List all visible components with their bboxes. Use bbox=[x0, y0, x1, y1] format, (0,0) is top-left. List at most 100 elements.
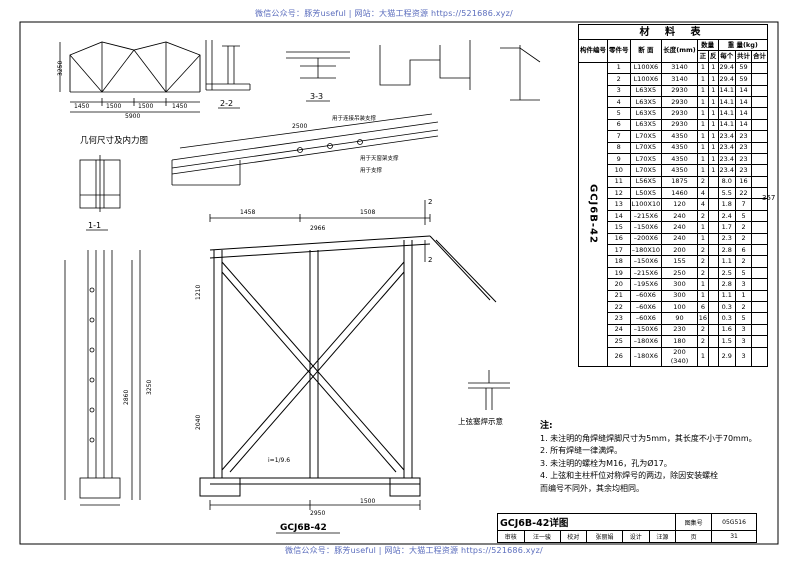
cell-sum bbox=[751, 130, 769, 143]
cell-total: 3 bbox=[735, 278, 753, 291]
cell-neg: 1 bbox=[708, 152, 719, 166]
cell-each: 14.1 bbox=[717, 84, 737, 97]
cell-length: 300 bbox=[661, 278, 698, 291]
cell-neg bbox=[708, 244, 719, 257]
cell-total: 3 bbox=[735, 335, 753, 348]
cell-pos: 2 bbox=[696, 244, 710, 257]
cell-each: 2.8 bbox=[717, 278, 737, 291]
th-length: 长度(mm) bbox=[661, 39, 698, 63]
cell-length: 1460 bbox=[661, 187, 698, 200]
note-1: 1. 未注明的角焊缝焊脚尺寸为5mm，其长度不小于70mm。 bbox=[540, 433, 757, 443]
cell-section: L70X5 bbox=[629, 164, 663, 177]
dim-2966: 2966 bbox=[310, 225, 325, 232]
cell-length: 3140 bbox=[661, 73, 698, 86]
cell-sum bbox=[751, 209, 769, 223]
cell-length: 200 (340) bbox=[661, 346, 698, 367]
cell-sum bbox=[751, 73, 769, 86]
column-elevation: 2860 3250 bbox=[64, 250, 153, 506]
cell-pos: 1 bbox=[696, 107, 710, 120]
design-label: 设计 bbox=[622, 530, 650, 543]
annot-2: 用于天窗架支撑 bbox=[360, 154, 399, 162]
cell-section: L100X6 bbox=[629, 61, 663, 75]
title-block: GCJ6B-42详图 图集号 05G516 审核 汪一骏 校对 张丽娟 设计 汪… bbox=[496, 513, 757, 543]
cell-neg: 1 bbox=[708, 130, 719, 143]
cell-length: 1875 bbox=[661, 175, 698, 189]
cell-each: 0.3 bbox=[717, 312, 737, 325]
cell-sum bbox=[751, 198, 769, 211]
upper-chord-detail: 2500 用于连接吊装支撑 用于天窗架支撑 用于支撑 bbox=[171, 113, 439, 186]
cell-no: 10 bbox=[607, 164, 631, 177]
cell-sum bbox=[751, 244, 769, 257]
cell-sum bbox=[751, 300, 769, 314]
cell-pos: 1 bbox=[696, 278, 710, 291]
svg-text:2: 2 bbox=[428, 256, 432, 264]
cell-length: 90 bbox=[661, 312, 698, 325]
cell-total: 23 bbox=[735, 141, 753, 154]
review-label: 审核 bbox=[497, 530, 525, 543]
cell-each: 1.8 bbox=[717, 198, 737, 211]
dim-2860: 2860 bbox=[123, 390, 130, 405]
dim-1458: 1458 bbox=[240, 209, 255, 216]
cell-sum bbox=[751, 278, 769, 291]
watermark-bottom: 微信公众号：豚芳useful | 网站：大猫工程资源 https://52168… bbox=[285, 546, 543, 555]
cell-pos: 1 bbox=[696, 61, 710, 75]
cell-length: 240 bbox=[661, 232, 698, 246]
cell-section: –180X6 bbox=[629, 335, 663, 348]
cell-section: –195X6 bbox=[629, 278, 663, 291]
cell-each: 8.0 bbox=[717, 175, 737, 189]
cell-each: 5.5 bbox=[717, 187, 737, 200]
cell-pos: 4 bbox=[696, 187, 710, 200]
cell-no: 24 bbox=[607, 323, 631, 337]
cell-pos: 4 bbox=[696, 198, 710, 211]
cell-no: 20 bbox=[607, 278, 631, 291]
cell-length: 155 bbox=[661, 255, 698, 268]
dim-1500-a: 1500 bbox=[106, 103, 121, 110]
cell-sum bbox=[751, 175, 769, 189]
th-weight: 重 量(kg) bbox=[717, 38, 769, 52]
cell-pos: 2 bbox=[696, 175, 710, 189]
cell-total: 14 bbox=[735, 118, 753, 132]
cell-no: 11 bbox=[607, 175, 631, 189]
atlas-label: 图集号 bbox=[675, 513, 713, 531]
cell-no: 26 bbox=[607, 346, 631, 367]
cell-each: 29.4 bbox=[717, 73, 737, 86]
cell-neg bbox=[708, 289, 719, 303]
cell-no: 9 bbox=[607, 152, 631, 166]
cell-total: 2 bbox=[735, 232, 753, 246]
cell-neg: 1 bbox=[708, 95, 719, 109]
cell-neg bbox=[708, 323, 719, 337]
cell-no: 8 bbox=[607, 141, 631, 154]
geometry-sketch: 3250 1450 1500 1500 1450 5900 几何尺寸及内力图 bbox=[57, 41, 201, 146]
cell-pos: 1 bbox=[696, 95, 710, 109]
cell-neg bbox=[708, 187, 719, 200]
cell-section: L70X5 bbox=[629, 130, 663, 143]
cell-no: 7 bbox=[607, 130, 631, 143]
cell-pos: 1 bbox=[696, 130, 710, 143]
th-qty-pos: 正 bbox=[696, 50, 710, 63]
cell-section: –180X10 bbox=[629, 244, 663, 257]
section-2-2-label: 2-2 bbox=[220, 99, 233, 108]
cell-section: –150X6 bbox=[629, 323, 663, 337]
cell-each: 1.7 bbox=[717, 221, 737, 234]
cell-no: 14 bbox=[607, 209, 631, 223]
cell-sum bbox=[751, 266, 769, 280]
section-1-1: 1-1 bbox=[79, 155, 121, 231]
cell-sum bbox=[751, 164, 769, 177]
weld-sketch-label: 上弦塞焊示意 bbox=[458, 416, 503, 426]
cell-each: 1.1 bbox=[717, 289, 737, 303]
cell-total: 2 bbox=[735, 221, 753, 234]
dim-3250-geom: 3250 bbox=[57, 61, 64, 76]
member-name: GCJ6B-42 bbox=[578, 61, 608, 367]
note-2: 2. 所有焊缝一律满焊。 bbox=[540, 446, 623, 455]
cell-no: 1 bbox=[607, 61, 631, 75]
